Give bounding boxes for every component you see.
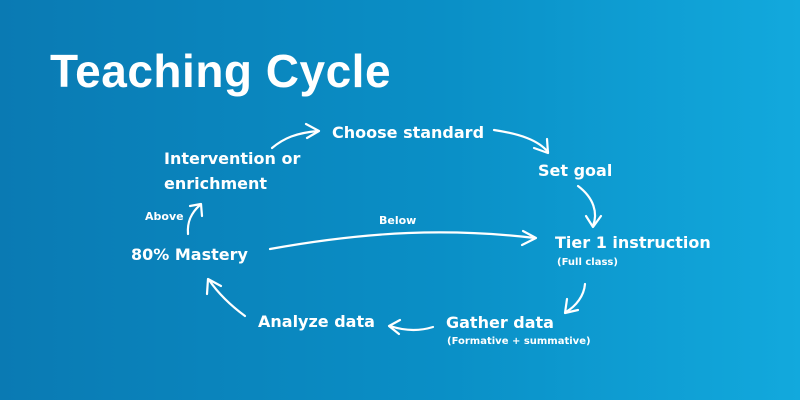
- node-tier1-instruction: Tier 1 instruction: [555, 233, 711, 252]
- arrow-mastery-to-tier1: [268, 231, 537, 251]
- arrow-intervention-to-choose: [270, 129, 320, 150]
- arrow-gather-to-analyze: [388, 324, 435, 331]
- arrow-analyze-to-mastery: [207, 278, 247, 318]
- node-analyze-data: Analyze data: [258, 312, 375, 331]
- node-tier1-note: (Full class): [557, 257, 618, 268]
- arrowhead-mastery-to-tier1: [520, 229, 538, 247]
- label-above: Above: [145, 210, 184, 223]
- arrow-choose-to-setgoal: [492, 128, 550, 154]
- node-intervention-line2: enrichment: [164, 174, 268, 193]
- node-intervention: Intervention or enrichment: [164, 146, 300, 196]
- arrowhead-choose-to-setgoal: [532, 137, 550, 155]
- arrowhead-analyze-to-mastery: [205, 277, 223, 296]
- diagram-title: Teaching Cycle: [50, 45, 392, 97]
- node-intervention-line1: Intervention or: [164, 149, 301, 168]
- node-mastery: 80% Mastery: [131, 245, 248, 264]
- arrowhead-setgoal-to-tier1: [584, 214, 603, 229]
- node-set-goal: Set goal: [538, 161, 613, 180]
- arrow-mastery-to-intervention: [186, 203, 202, 236]
- arrowhead-gather-to-analyze: [387, 318, 402, 336]
- node-gather-note: (Formative + summative): [447, 336, 591, 347]
- arrowhead-mastery-to-intervention: [188, 202, 204, 218]
- arrowhead-tier1-to-gather: [563, 297, 580, 315]
- arrow-setgoal-to-tier1: [576, 184, 597, 228]
- arrow-tier1-to-gather: [564, 282, 587, 314]
- node-choose-standard: Choose standard: [332, 123, 485, 142]
- node-gather-data: Gather data: [446, 313, 554, 332]
- arrowhead-intervention-to-choose: [304, 122, 321, 140]
- label-below: Below: [379, 214, 417, 227]
